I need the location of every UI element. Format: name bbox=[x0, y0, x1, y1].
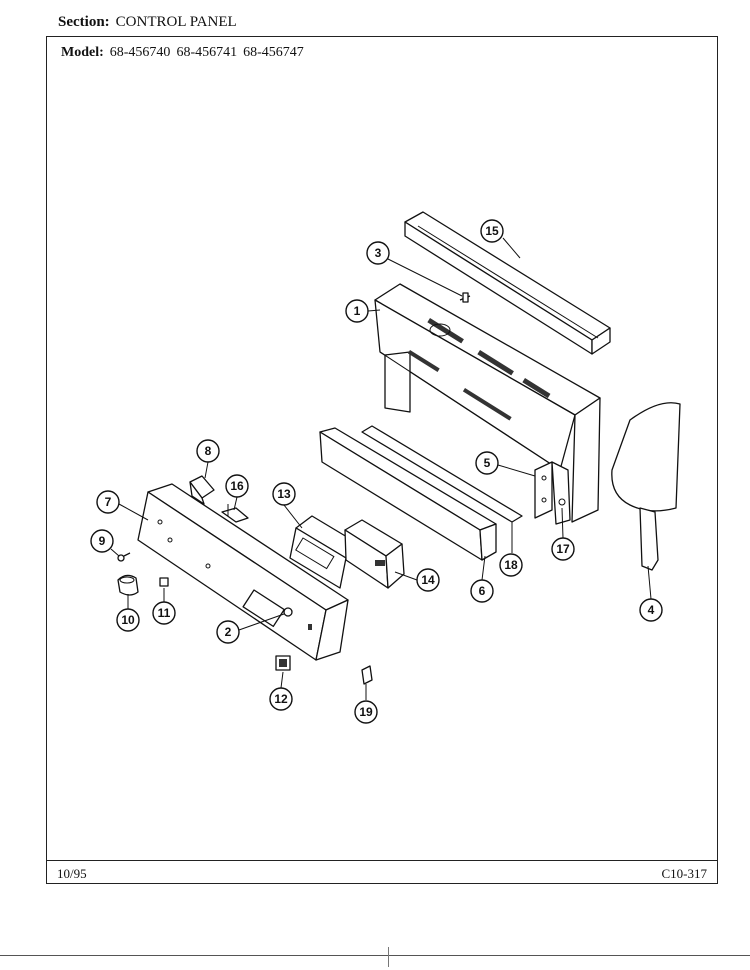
part-top-brace bbox=[404, 211, 611, 355]
svg-text:16: 16 bbox=[230, 479, 244, 493]
svg-text:4: 4 bbox=[648, 603, 655, 617]
part-backguard-frame bbox=[374, 283, 601, 523]
callout-5: 5 bbox=[475, 451, 499, 475]
part-pin bbox=[459, 292, 471, 303]
svg-text:12: 12 bbox=[274, 692, 288, 706]
bottom-center-tick bbox=[388, 947, 389, 967]
svg-text:18: 18 bbox=[504, 558, 518, 572]
model-value-1: 68-456740 bbox=[109, 45, 171, 60]
svg-text:2: 2 bbox=[225, 625, 232, 639]
callout-9: 9 bbox=[90, 529, 114, 553]
page-code: C10-317 bbox=[661, 866, 708, 881]
model-value-2: 68-456741 bbox=[176, 45, 238, 60]
footer-rule bbox=[47, 860, 717, 861]
part-screw bbox=[117, 552, 131, 562]
svg-text:13: 13 bbox=[277, 487, 291, 501]
svg-text:17: 17 bbox=[556, 542, 570, 556]
callout-4: 4 bbox=[639, 598, 663, 622]
part-rocker-switch bbox=[275, 655, 291, 671]
leader-lines bbox=[110, 237, 652, 700]
part-clip bbox=[221, 504, 249, 523]
part-clock-module bbox=[344, 519, 405, 589]
callout-1: 1 bbox=[345, 299, 369, 323]
part-bracket bbox=[534, 461, 571, 525]
svg-text:8: 8 bbox=[205, 444, 212, 458]
callout-13: 13 bbox=[272, 482, 296, 506]
callout-10: 10 bbox=[116, 608, 140, 632]
svg-text:3: 3 bbox=[375, 246, 382, 260]
callout-15: 15 bbox=[480, 219, 504, 243]
revision-date: 10/95 bbox=[57, 866, 87, 881]
callout-8: 8 bbox=[196, 439, 220, 463]
model-label: Model: bbox=[61, 45, 104, 60]
section-line: Section: CONTROL PANEL bbox=[58, 14, 237, 31]
svg-text:9: 9 bbox=[99, 534, 106, 548]
callout-7: 7 bbox=[96, 490, 120, 514]
section-label: Section: bbox=[58, 14, 110, 30]
svg-text:7: 7 bbox=[105, 495, 112, 509]
svg-text:10: 10 bbox=[121, 613, 135, 627]
svg-text:1: 1 bbox=[354, 304, 361, 318]
callout-11: 11 bbox=[152, 601, 176, 625]
callout-19: 19 bbox=[354, 700, 378, 724]
svg-text:11: 11 bbox=[158, 606, 171, 620]
callout-3: 3 bbox=[366, 241, 390, 265]
section-value: CONTROL PANEL bbox=[115, 14, 237, 30]
callout-12: 12 bbox=[269, 687, 293, 711]
callout-16: 16 bbox=[225, 474, 249, 498]
part-small-knob bbox=[159, 577, 169, 587]
model-value-3: 68-456747 bbox=[243, 45, 304, 60]
part-channel bbox=[319, 427, 497, 561]
svg-text:14: 14 bbox=[421, 573, 435, 587]
svg-text:19: 19 bbox=[359, 705, 373, 719]
bottom-edge-rule bbox=[0, 955, 750, 956]
svg-text:6: 6 bbox=[479, 584, 486, 598]
svg-text:15: 15 bbox=[485, 224, 499, 238]
part-control-panel bbox=[137, 483, 349, 661]
part-switch bbox=[189, 475, 215, 505]
part-rotary-switch bbox=[283, 607, 293, 617]
model-line: Model: 68-456740 68-456741 68-456747 bbox=[61, 45, 310, 61]
callout-14: 14 bbox=[416, 568, 440, 592]
part-knob bbox=[117, 574, 139, 596]
callout-17: 17 bbox=[551, 537, 575, 561]
callout-2: 2 bbox=[216, 620, 240, 644]
svg-text:5: 5 bbox=[484, 456, 491, 470]
callout-6: 6 bbox=[470, 579, 494, 603]
part-long-strip bbox=[361, 425, 523, 523]
part-insert bbox=[361, 665, 373, 685]
callout-18: 18 bbox=[499, 553, 523, 577]
part-end-cap bbox=[611, 402, 681, 571]
